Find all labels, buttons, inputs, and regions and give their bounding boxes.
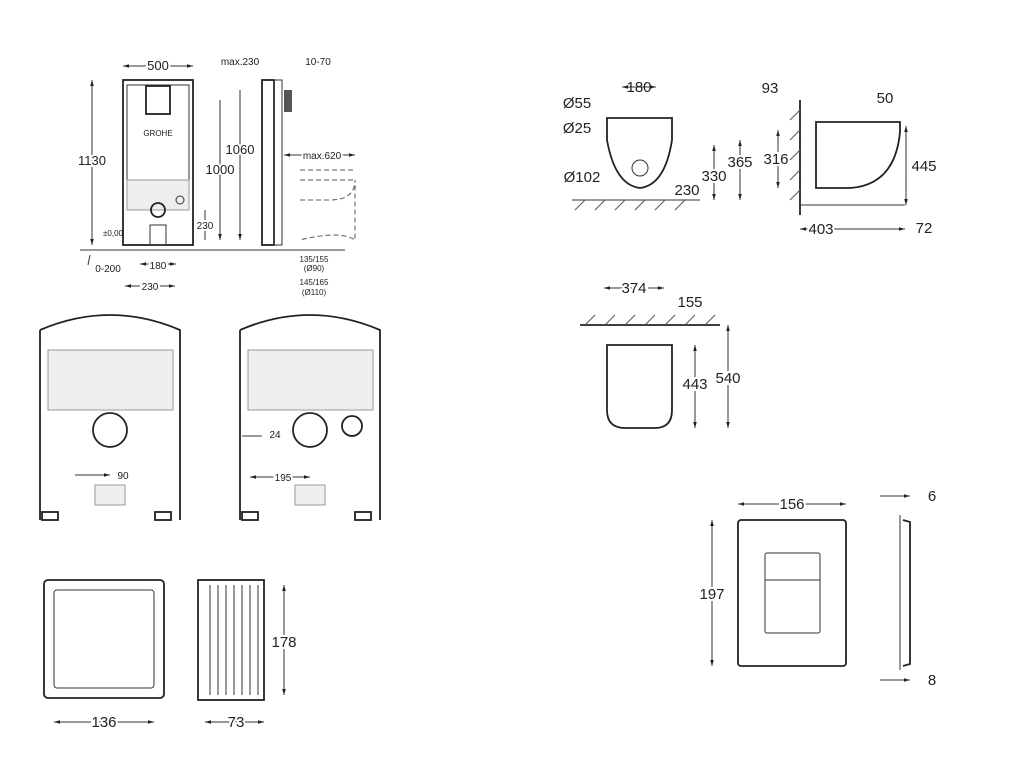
- flush-plate: 156 197 6 8: [697, 488, 936, 689]
- dim-left-offset: 90: [117, 471, 129, 482]
- dim-drain-spacing: 230: [142, 282, 159, 293]
- dim-d25: Ø25: [563, 120, 591, 137]
- zero-level: ±0,00: [103, 229, 124, 238]
- dim-plate-depth-top: 6: [928, 488, 936, 505]
- dim-adjust-range: 10-70: [305, 57, 331, 68]
- dim-max-bowl: max.620: [303, 151, 342, 162]
- dim-floor-adjust: 0-200: [95, 264, 121, 275]
- dim-d102: Ø102: [564, 169, 601, 186]
- dim-drain-110-sub: (Ø110): [302, 288, 327, 297]
- dim-max-depth: max.230: [221, 57, 260, 68]
- dim-top-fix: 155: [677, 294, 702, 311]
- dim-panel-width: 136: [91, 714, 116, 731]
- dim-h230: 230: [674, 182, 699, 199]
- frame-detail-right: 24 195: [239, 314, 381, 521]
- dim-plate-depth-bottom: 8: [928, 672, 936, 689]
- dim-plate-width: 156: [779, 496, 804, 513]
- dim-bowl-spacing: 180: [626, 79, 651, 96]
- dim-h316: 316: [763, 151, 788, 168]
- dim-panel-depth: 73: [228, 714, 245, 731]
- dim-frame-height: 1130: [78, 153, 106, 168]
- dim-bolt-spacing: 180: [150, 261, 167, 272]
- dim-right-offset: 195: [275, 473, 292, 484]
- dim-panel-height: 178: [271, 634, 296, 651]
- dim-frame-width: 500: [147, 58, 169, 73]
- dim-drain-90-sub: (Ø90): [304, 264, 325, 273]
- dim-h330: 330: [701, 168, 726, 185]
- access-panel: 136 73 178: [43, 579, 299, 733]
- dim-d55: Ø55: [563, 95, 591, 112]
- frame-side-view: max.230 10-70 max.620 135/155 (Ø90) 145/…: [221, 57, 356, 297]
- dim-seat: 50: [877, 90, 894, 107]
- dim-inlet-height: 1000: [206, 162, 235, 177]
- dim-wall: 93: [762, 80, 779, 97]
- frame-front-view: GROHE 500 1130 1000 1060 230 ±0,00 0-200…: [76, 56, 345, 295]
- dim-h443: 443: [682, 376, 707, 393]
- dim-h445: 445: [911, 158, 936, 175]
- dim-top-width: 374: [621, 280, 646, 297]
- brand-logo: GROHE: [143, 129, 172, 138]
- dim-inlet-offset: 24: [269, 430, 281, 441]
- bowl-top-view: 374 155 443 540: [580, 278, 743, 429]
- dim-h72: 72: [916, 220, 933, 237]
- dim-flush-height: 1060: [226, 142, 255, 157]
- bowl-side-view: 93 50 316 445 403 72: [761, 80, 936, 240]
- bowl-front-view: 180 Ø55 Ø25 Ø102 365 330 230: [563, 79, 755, 211]
- dim-length: 403: [808, 221, 833, 238]
- dim-drain-90: 135/155: [300, 255, 329, 264]
- dim-drain-110: 145/165: [300, 278, 329, 287]
- frame-detail-left: 90: [39, 314, 181, 521]
- dim-h365: 365: [727, 154, 752, 171]
- dim-plate-height: 197: [699, 586, 724, 603]
- dim-drain-height: 230: [197, 221, 214, 232]
- dim-h540: 540: [715, 370, 740, 387]
